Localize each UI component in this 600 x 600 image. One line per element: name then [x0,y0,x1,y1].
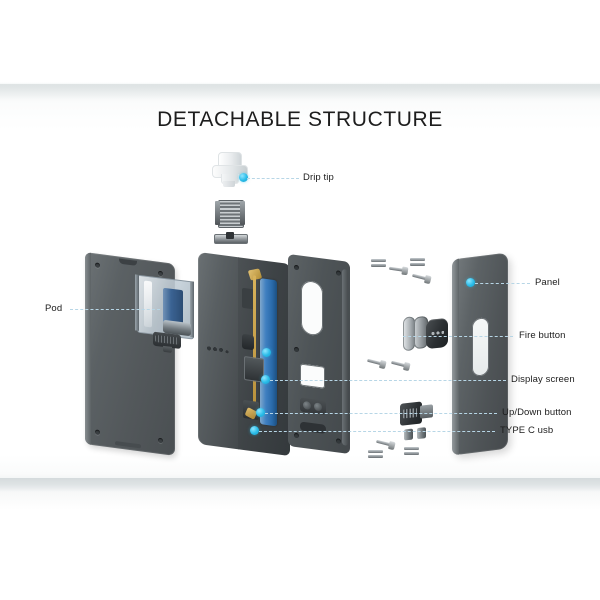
screw-shaft [410,263,425,267]
pod-tank-part [133,274,196,362]
pod-post-left [135,274,139,331]
screw-shaft [371,264,386,268]
usb-port-cutout [300,421,326,434]
base-plate-slot [226,232,234,239]
callout-label-pod: Pod [45,303,63,314]
screw-side-bottom-1 [368,450,383,459]
callout-leader-panel [475,283,530,284]
callout-dot-up-down-button [256,408,265,417]
pod-base-knurl [155,334,179,345]
inner-frame-hole-ml [294,346,299,353]
usb-nut-right [417,427,426,440]
coil-mesh [218,200,244,228]
usb-standoff-nuts [404,427,432,442]
left-panel-edge [85,252,91,445]
screw-head [410,258,425,262]
coil-part [215,200,245,228]
screw-head [387,440,396,451]
screw-side-top-2 [410,258,425,267]
screw-shaft [368,455,383,459]
display-screen-cutout [300,363,325,389]
left-panel-screw-hole-tr [158,270,163,277]
left-panel-screw-hole-bl [95,429,100,436]
callout-dot-drip-tip [239,173,248,182]
callout-label-up-down-button: Up/Down button [502,407,572,418]
callout-label-drip-tip: Drip tip [303,172,334,183]
right-panel-window-cutout [472,316,489,377]
callout-dot-type-c-usb [250,426,259,435]
inner-frame-hole-bl [294,432,299,439]
callout-leader-type-c-usb [259,431,495,432]
screw-shaft [404,452,419,456]
callout-label-type-c-usb: TYPE C usb [500,425,554,436]
base-plate-part [214,232,248,244]
page-title: DETACHABLE STRUCTURE [157,108,443,131]
screw-side-top-1 [371,259,386,268]
screw-diagonal-mid-1 [366,357,387,370]
inner-frame-plate [288,253,350,455]
drip-tip-part [212,152,248,192]
screw-diagonal-top-1 [388,265,409,276]
drip-tip-stem-lower [223,181,235,187]
callout-label-display-screen: Display screen [511,374,575,385]
inner-frame-hole-br [336,438,341,444]
callout-leader-up-down-button [265,413,497,414]
callout-leader-display-screen [270,380,506,381]
main-body-part [198,251,290,457]
inner-frame-hole-tl [294,264,299,271]
screw-diagonal-bottom-1 [375,438,396,451]
callout-dot-panel [466,278,475,287]
callout-label-panel: Panel [535,277,560,288]
button-pad [242,333,254,351]
left-panel-notch [119,258,137,266]
inner-frame-part [288,253,350,455]
screw-head [368,450,383,454]
usb-connector-nose [420,404,433,419]
left-panel-screw-hole-br [158,437,163,444]
background-band-top [0,84,600,100]
callout-dot-display-screen [261,375,270,384]
callout-leader-fire-button [403,336,513,337]
screw-head [404,447,419,451]
pod-contact-pin [163,345,172,353]
fire-button-indicator-dots [431,330,444,336]
left-panel-bottom-notch [115,441,141,449]
callout-leader-drip-tip [247,178,299,179]
screw-head [401,266,409,276]
background-band-bottom [0,478,600,492]
screw-diagonal-mid-2 [390,359,411,372]
right-panel-edge [452,258,459,456]
coil-lug-right [240,201,245,225]
main-body-shell [198,251,240,450]
inner-frame-hole-tr [336,270,341,276]
inner-frame-rib [342,269,348,446]
screw-head [371,259,386,263]
fire-button-cap-part [426,317,448,350]
brand-logo-icon [206,338,230,356]
screw-head [423,274,432,285]
callout-leader-pod [70,309,160,310]
callout-label-fire-button: Fire button [519,330,566,341]
left-panel-screw-hole-tl [95,262,100,269]
screw-head [378,359,387,370]
screw-head [402,361,411,372]
screw-diagonal-top-2 [411,272,432,285]
callout-dot-body-upper [262,348,271,357]
fire-button-cutout [301,279,323,337]
screw-side-bottom-2 [404,447,419,456]
coil-lug-left [215,201,220,225]
